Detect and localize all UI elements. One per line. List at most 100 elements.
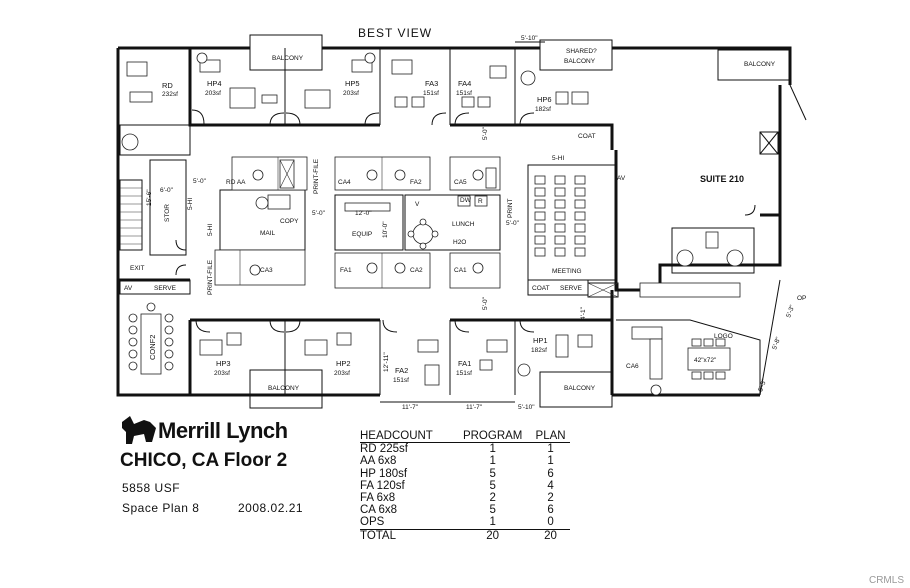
room-hp1-name: HP1	[533, 336, 548, 345]
room-fa3-name: FA3	[425, 79, 438, 88]
table-header-row: HEADCOUNT PROGRAM PLAN	[360, 430, 570, 444]
cell-plan: 1	[547, 455, 554, 468]
room-hp2-area: 203sf	[334, 370, 350, 377]
cell-plan: 6	[547, 504, 554, 517]
cell-plan: 4	[547, 479, 554, 492]
balconies: BALCONY SHARED? BALCONY BALCONY BALCONY …	[249, 34, 791, 409]
dim-label: 5'-10"	[521, 35, 538, 42]
cell-role: CA 6x8	[360, 504, 398, 517]
room-hp6-area: 182sf	[535, 106, 551, 113]
brand-name: Merrill Lynch	[158, 418, 288, 443]
room-hp4-name: HP4	[207, 79, 222, 88]
dim-label: 15'-6"	[146, 189, 153, 206]
logo-label: LOGO	[714, 333, 733, 340]
cell-role: AA 6x8	[360, 455, 397, 468]
top-room-labels: RD 232sf HP4 203sf HP5 203sf FA3 151sf F…	[162, 79, 596, 162]
workstations	[214, 156, 501, 289]
room-rd-area: 232sf	[162, 91, 178, 98]
room-hp2-name: HP2	[336, 359, 351, 368]
total-plan: 20	[531, 528, 570, 542]
cell-role: FA 120sf	[360, 479, 405, 492]
table-row: RD 225sf 1 1	[360, 443, 570, 456]
five-hi-label: 5-HI	[187, 198, 194, 210]
equip-label: EQUIP	[352, 231, 372, 238]
meeting-room: AV MEETING COAT SERVE	[532, 175, 626, 298]
balcony-label: BALCONY	[744, 61, 776, 68]
av-label: AV	[124, 285, 133, 292]
ws-ca4-label: CA4	[338, 179, 351, 186]
furniture-top	[121, 52, 589, 151]
shared-label: SHARED?	[566, 48, 597, 55]
meeting-label: MEETING	[552, 268, 582, 275]
bottom-room-labels: HP3 203sf HP2 203sf FA2 151sf FA1 151sf …	[214, 295, 806, 384]
balcony-label: BALCONY	[268, 385, 300, 392]
meeting-av-label: AV	[617, 175, 626, 182]
total-program: 20	[454, 528, 532, 542]
room-rd-name: RD	[162, 81, 173, 90]
coat-label: COAT	[578, 133, 596, 140]
cell-role: RD 225sf	[360, 443, 408, 456]
space-plan-date: 2008.02.21	[238, 501, 304, 515]
cell-program: 1	[489, 443, 496, 456]
view-label: BEST VIEW	[358, 26, 432, 40]
dim-label: 5'-0"	[482, 126, 489, 140]
balcony-label: BALCONY	[564, 58, 596, 65]
furniture-bottom	[199, 326, 731, 396]
room-hp4-area: 203sf	[205, 90, 221, 97]
lunch-label: LUNCH	[452, 221, 475, 228]
dim-label: 10'-0"	[382, 221, 389, 238]
coat-label: COAT	[532, 285, 550, 292]
cell-program: 2	[489, 492, 496, 505]
room-fa1-name: FA1	[458, 359, 471, 368]
room-hp1-area: 182sf	[531, 347, 547, 354]
total-label: TOTAL	[360, 528, 455, 542]
five-hi-label: 5-HI	[207, 224, 214, 236]
dim-label: 6'-0"	[160, 187, 174, 194]
ws-ca1-label: CA1	[454, 267, 467, 274]
bull-logo-icon	[122, 416, 156, 444]
header-headcount: HEADCOUNT	[360, 430, 455, 444]
cell-program: 1	[489, 516, 496, 529]
h2o-label: H2O	[453, 239, 466, 246]
table-row: CA 6x8 5 6	[360, 504, 570, 516]
ws-fa1-label: FA1	[340, 267, 352, 274]
location-title: CHICO, CA Floor 2	[120, 450, 288, 471]
v-label: V	[415, 201, 420, 208]
watermark-credit: CRMLS	[868, 575, 904, 586]
room-hp5-area: 203sf	[343, 90, 359, 97]
header-program: PROGRAM	[454, 430, 532, 444]
cell-program: 5	[489, 479, 496, 492]
ws-fa2-label: FA2	[410, 179, 422, 186]
op-label: OP	[797, 295, 806, 302]
usable-square-feet: 5858 USF	[122, 481, 181, 495]
ws-ca5-label: CA5	[454, 179, 467, 186]
cell-program: 5	[489, 504, 496, 517]
mail-label: MAIL	[260, 230, 276, 237]
room-fa4-area: 151sf	[456, 90, 472, 97]
cell-plan: 1	[547, 443, 554, 456]
exit-label: EXIT	[130, 265, 144, 272]
central-labels: RD AA COPY MAIL PRINT-FILE PRINT-FILE 5-…	[187, 158, 514, 295]
r-label: R	[478, 198, 483, 205]
balcony-label: BALCONY	[272, 55, 304, 62]
serve-label: SERVE	[154, 285, 177, 292]
dim-label: 11'-7"	[402, 404, 419, 411]
header-plan: PLAN	[531, 430, 570, 444]
print-label: PRINT	[507, 198, 514, 218]
room-fa1-area: 151sf	[456, 370, 472, 377]
room-fa2-name: FA2	[395, 366, 408, 375]
dim-label: 5'-0"	[193, 178, 207, 185]
dimensions: 5'-10" 5'-0" 6'-0" 15'-6" 5'-0" 12'-0" 1…	[146, 35, 797, 411]
ws-ca3-label: CA3	[260, 267, 273, 274]
rd-aa-label: RD AA	[226, 179, 246, 186]
dim-label: 12'-0"	[355, 210, 372, 217]
left-core: STOR EXIT AV SERVE CONF2	[119, 179, 177, 375]
room-hp6-name: HP6	[537, 95, 552, 104]
room-fa2-area: 151sf	[393, 377, 409, 384]
dim-label: 5'-0"	[506, 220, 520, 227]
dim-label: 5'-5"	[757, 377, 768, 392]
serve-label: SERVE	[560, 285, 583, 292]
